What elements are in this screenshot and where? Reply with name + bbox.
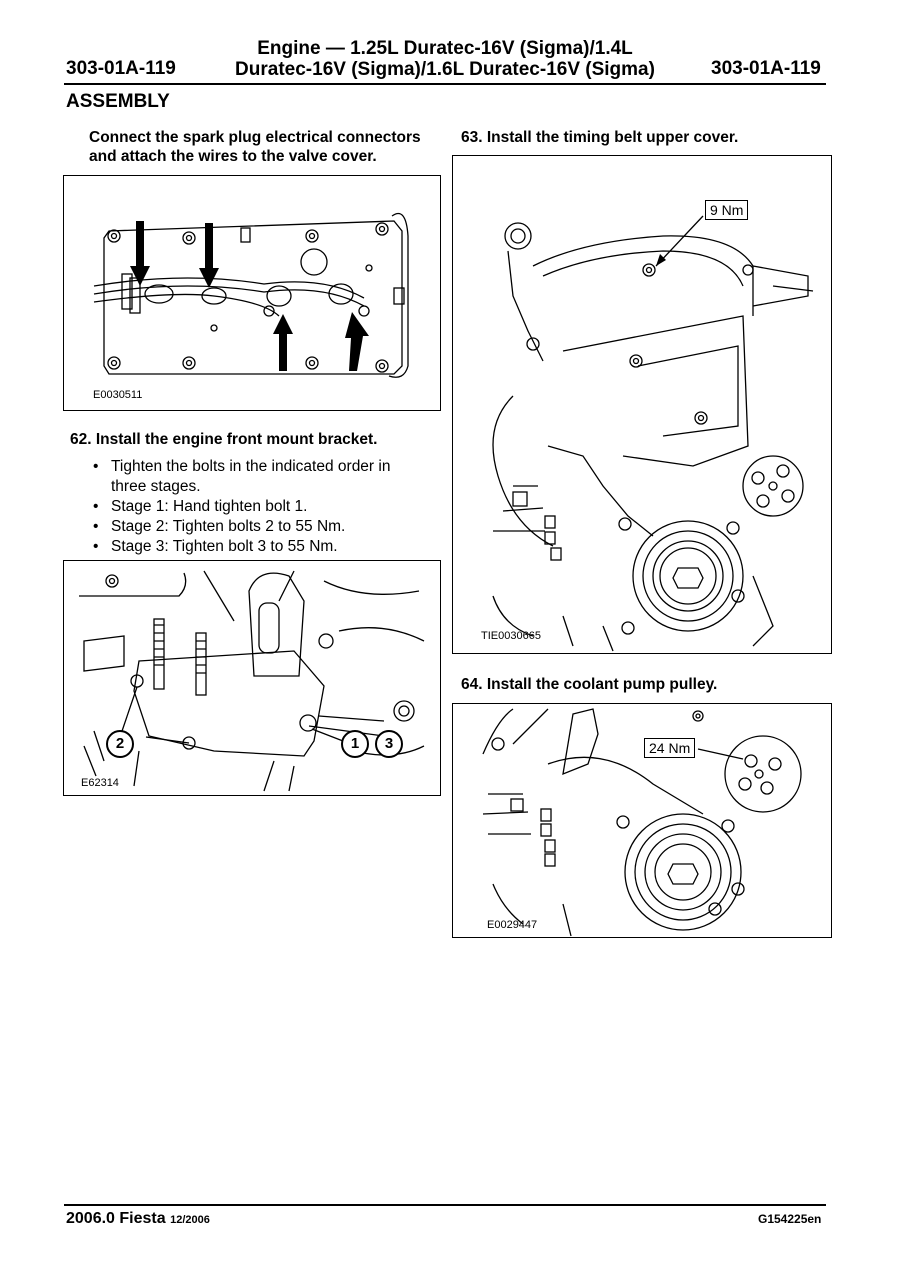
callout-badge: 3 [375,730,403,758]
torque-label: 9 Nm [705,200,749,220]
step-62-title: 62. Install the engine front mount brack… [70,431,378,448]
list-item: Stage 2: Tighten bolts 2 to 55 Nm. [88,517,418,537]
timing-cover-illustration [492,215,814,652]
callout-badge: 1 [341,730,369,758]
figure-code: TIE0030665 [481,630,541,642]
footer-doc-id: G154225en [758,1212,822,1226]
valve-cover-illustration [93,212,409,378]
figure-code: E62314 [81,777,119,789]
section-title: ASSEMBLY [66,91,170,112]
footer-model-name: 2006.0 Fiesta [66,1210,166,1227]
step-63-title: 63. Install the timing belt upper cover. [461,129,739,146]
footer-model: 2006.0 Fiesta 12/2006 [66,1210,210,1228]
intro-instruction: Connect the spark plug electrical connec… [89,129,421,165]
figure-valve-cover: E0030511 [63,175,441,411]
title-line-2: Duratec-16V (Sigma)/1.6L Duratec-16V (Si… [235,59,655,80]
step-64-title: 64. Install the coolant pump pulley. [461,676,718,693]
list-item: Stage 1: Hand tighten bolt 1. [88,497,418,517]
footer-date: 12/2006 [170,1214,210,1226]
figure-code: E0030511 [93,389,143,401]
figure-front-mount-bracket: 2 1 3 E62314 [63,560,441,796]
step-62-bullets: Tighten the bolts in the indicated order… [88,457,418,557]
footer-rule [64,1204,826,1206]
torque-label: 24 Nm [644,738,696,758]
mount-bracket-illustration [79,570,425,792]
header-rule [64,83,826,85]
page-title: Engine — 1.25L Duratec-16V (Sigma)/1.4L … [220,38,670,80]
coolant-pulley-illustration [482,708,802,937]
title-line-1: Engine — 1.25L Duratec-16V (Sigma)/1.4L [257,38,633,59]
callout-badge: 2 [106,730,134,758]
figure-coolant-pump-pulley: 24 Nm E0029447 [452,703,832,938]
figure-code: E0029447 [487,919,538,931]
list-item: Tighten the bolts in the indicated order… [88,457,418,497]
page-code-left: 303-01A-119 [66,58,176,79]
list-item: Stage 3: Tighten bolt 3 to 55 Nm. [88,537,418,557]
page-code-right: 303-01A-119 [711,58,821,79]
figure-timing-belt-cover: 9 Nm TIE0030665 [452,155,832,654]
